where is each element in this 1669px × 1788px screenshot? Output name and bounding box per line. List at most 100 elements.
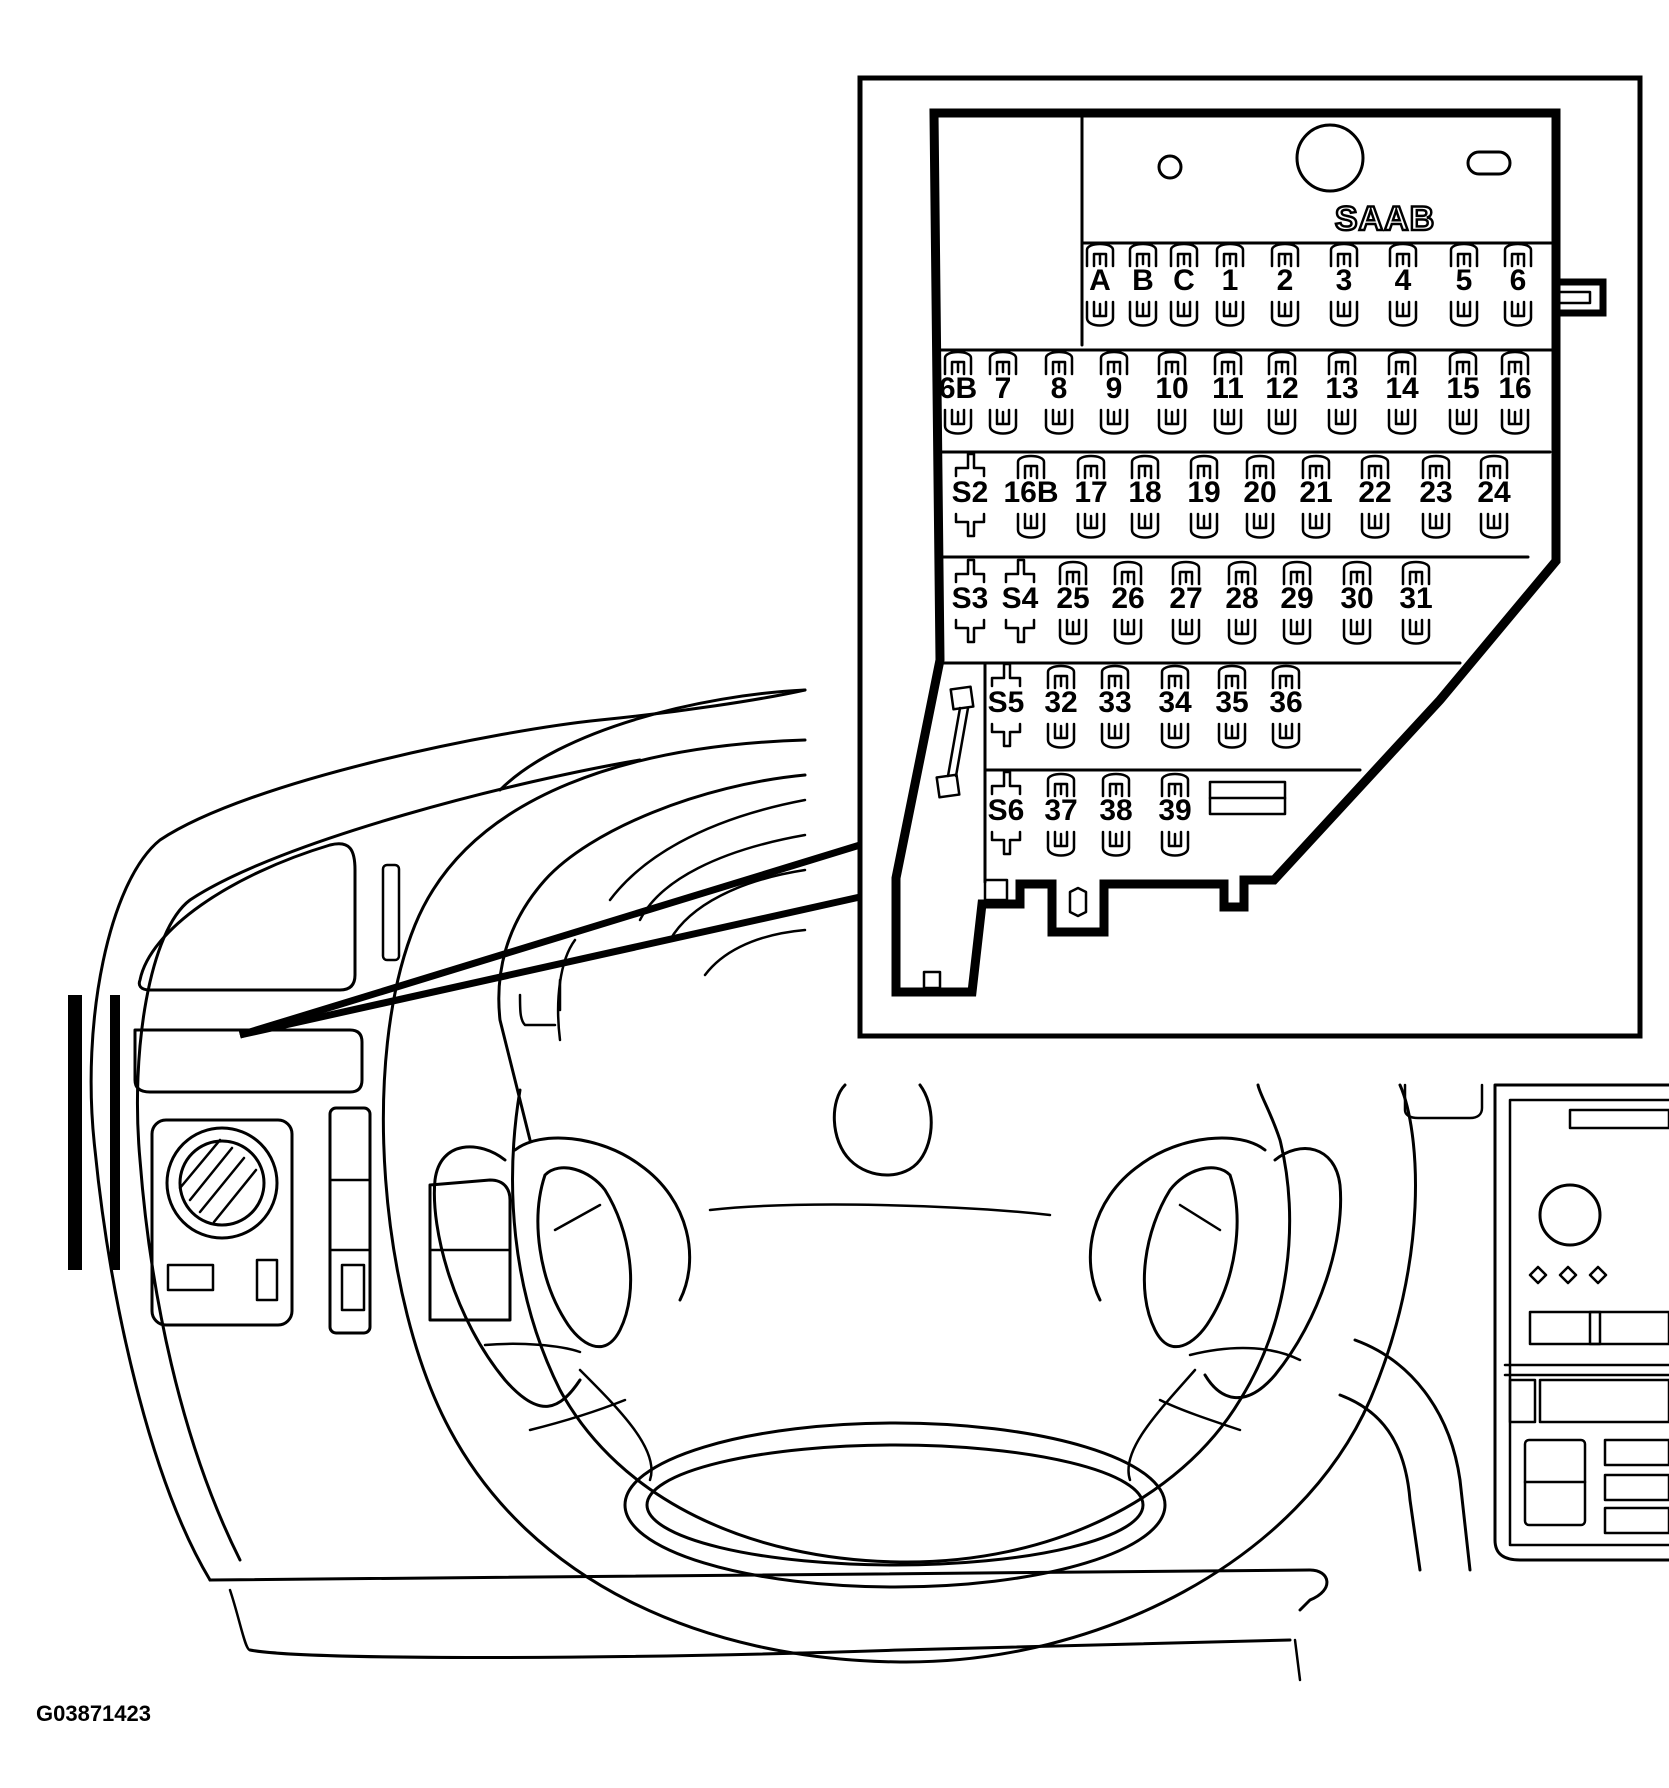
fuse-terminal-icon (1500, 350, 1530, 435)
fuse-label-37: 37 (1044, 794, 1077, 827)
fuse-terminal-icon (1189, 454, 1219, 539)
fuse-terminal-icon (1267, 350, 1297, 435)
fuse-terminal-icon (1128, 242, 1158, 327)
fuse-label-32: 32 (1044, 686, 1077, 719)
spare-terminal-icon (954, 558, 986, 644)
fuse-terminal-icon (1448, 350, 1478, 435)
fuse-terminal-icon (1282, 560, 1312, 645)
fuse-terminal-icon (988, 350, 1018, 435)
left-spoke-buttons (536, 1166, 633, 1349)
spare-terminal-icon (990, 770, 1022, 856)
fuse-label-29: 29 (1280, 582, 1313, 615)
fuse-terminal-icon (1227, 560, 1257, 645)
fuse-terminal-icon (1271, 664, 1301, 749)
fuse-label-23: 23 (1419, 476, 1452, 509)
fuse-label-8: 8 (1051, 372, 1068, 405)
light-switch-housing (150, 1118, 294, 1327)
fuse-label-6: 6 (1510, 264, 1527, 297)
dashboard-illustration (68, 688, 1669, 1682)
fuse-label-36: 36 (1269, 686, 1302, 719)
fuse-label-21: 21 (1299, 476, 1332, 509)
fuse-terminal-icon (1360, 454, 1390, 539)
fuse-terminal-icon (1327, 350, 1357, 435)
fuse-terminal-icon (1101, 772, 1131, 857)
fuse-label-11: 11 (1212, 372, 1244, 405)
fuse-terminal-icon (1301, 454, 1331, 539)
fuse-label-10: 10 (1155, 372, 1188, 405)
fuse-terminal-icon (1479, 454, 1509, 539)
fuse-label-s3: S3 (952, 582, 989, 615)
fuse-terminal-icon (1044, 350, 1074, 435)
fuse-label-c: C (1173, 264, 1195, 297)
fuse-label-27: 27 (1169, 582, 1202, 615)
fuse-terminal-icon (1046, 772, 1076, 857)
fuse-label-22: 22 (1358, 476, 1391, 509)
fuse-label-4: 4 (1395, 264, 1412, 297)
fuse-terminal-icon (1169, 242, 1199, 327)
saab-logo-text: SAAB (1335, 200, 1435, 238)
fuse-terminal-icon (1160, 772, 1190, 857)
fuse-puller (935, 685, 975, 799)
fuse-label-20: 20 (1243, 476, 1276, 509)
fuse-terminal-icon (1157, 350, 1187, 435)
dash-left-trim (68, 995, 82, 1270)
fuse-box-outline (891, 108, 1561, 997)
fuse-terminal-icon (1387, 350, 1417, 435)
fuse-label-12: 12 (1265, 372, 1298, 405)
fuse-terminal-icon (1503, 242, 1533, 327)
fuse-label-2: 2 (1277, 264, 1294, 297)
fuse-label-b: B (1132, 264, 1154, 297)
fuse-terminal-icon (1130, 454, 1160, 539)
fuse-label-16: 16 (1498, 372, 1531, 405)
fuse-label-26: 26 (1111, 582, 1144, 615)
fuse-terminal-icon (1085, 242, 1115, 327)
fuse-label-s4: S4 (1002, 582, 1039, 615)
fuse-label-24: 24 (1477, 476, 1511, 509)
light-switch-knob (165, 1126, 279, 1240)
fuse-terminal-icon (1099, 350, 1129, 435)
saab-logo: SAAB (1334, 199, 1436, 240)
steering-wheel (381, 688, 1417, 1664)
fuse-terminal-icon (1421, 454, 1451, 539)
fuse-label-1: 1 (1222, 264, 1239, 297)
spare-terminal-icon (990, 662, 1022, 748)
fuse-label-s2: S2 (952, 476, 989, 509)
fuse-terminal-icon (1401, 560, 1431, 645)
fuse-terminal-icon (1245, 454, 1275, 539)
right-spoke-buttons (1142, 1166, 1239, 1349)
figure-id: G03871423 (36, 1701, 151, 1726)
fuse-label-18: 18 (1128, 476, 1161, 509)
fuse-terminal-icon (1388, 242, 1418, 327)
fuse-label-14: 14 (1385, 372, 1419, 405)
fuse-label-17: 17 (1074, 476, 1107, 509)
fuse-label-s6: S6 (988, 794, 1025, 827)
fuse-label-9: 9 (1106, 372, 1123, 405)
fuse-label-38: 38 (1099, 794, 1132, 827)
fuse-terminal-icon (1046, 664, 1076, 749)
fuse-label-28: 28 (1225, 582, 1258, 615)
fuse-terminal-icon (1215, 242, 1245, 327)
spare-terminal-icon (954, 452, 986, 538)
fuse-label-39: 39 (1158, 794, 1191, 827)
fuse-terminal-icon (1449, 242, 1479, 327)
fuse-terminal-icon (1171, 560, 1201, 645)
fuse-label-34: 34 (1158, 686, 1192, 719)
fuse-terminal-icon (1100, 664, 1130, 749)
fuse-label-31: 31 (1399, 582, 1432, 615)
fuse-terminal-icon (1113, 560, 1143, 645)
fuse-label-25: 25 (1056, 582, 1089, 615)
fuse-terminal-icon (1016, 454, 1046, 539)
fuse-label-19: 19 (1187, 476, 1220, 509)
fuse-terminal-icon (1213, 350, 1243, 435)
fuse-label-a: A (1089, 264, 1111, 297)
fuse-label-16b: 16B (1003, 476, 1058, 509)
fuse-terminal-icon (1342, 560, 1372, 645)
fuse-label-5: 5 (1456, 264, 1473, 297)
fuse-terminal-icon (1058, 560, 1088, 645)
fuse-panel-cover (133, 1028, 364, 1094)
fuse-label-13: 13 (1325, 372, 1358, 405)
fuse-label-35: 35 (1215, 686, 1248, 719)
